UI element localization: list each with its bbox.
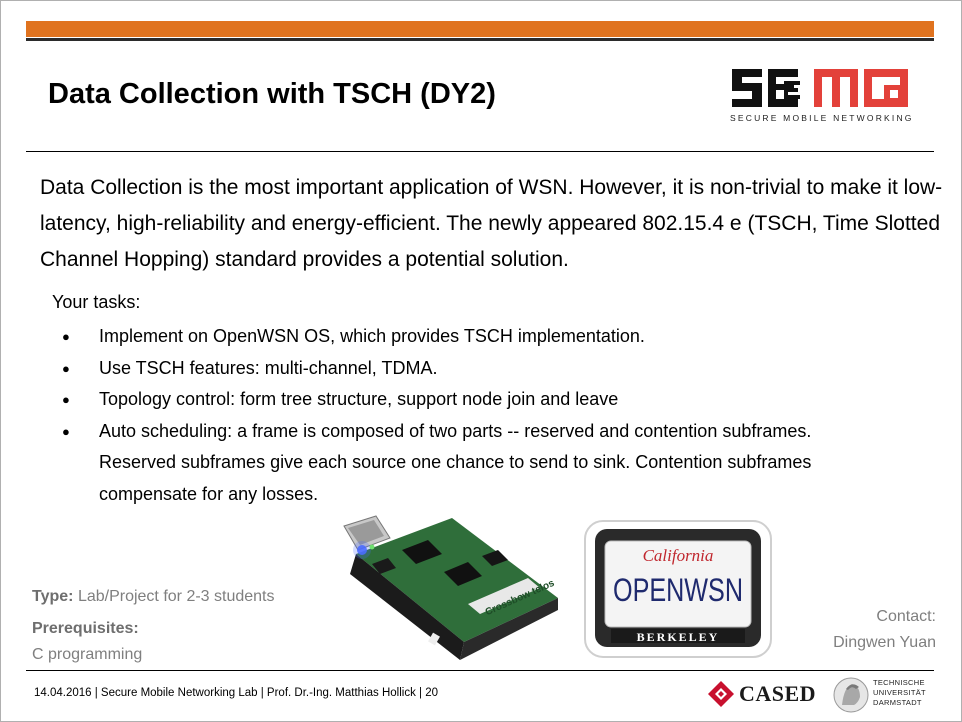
- title-separator: [26, 151, 934, 152]
- contact-name: Dingwen Yuan: [833, 634, 936, 651]
- openwsn-plate-image: California OPENWSN BERKELEY: [584, 520, 772, 658]
- intro-paragraph: Data Collection is the most important ap…: [40, 176, 943, 271]
- plate-top-text: California: [643, 546, 714, 565]
- prerequisites-value: C programming: [32, 646, 143, 663]
- plate-bottom-text: BERKELEY: [637, 630, 720, 644]
- seemoo-logo: [732, 69, 908, 107]
- cased-diamond-icon: [708, 681, 734, 707]
- cased-wordmark: CASED: [739, 681, 817, 706]
- tud-line-3: DARMSTADT: [873, 698, 922, 707]
- telosb-board-image: Crossbow telos: [343, 515, 558, 660]
- contact-label: Contact:: [876, 608, 936, 625]
- tud-line-2: UNIVERSITÄT: [873, 688, 926, 697]
- list-item: Auto scheduling: a frame is composed of …: [62, 416, 862, 511]
- tud-line-1: TECHNISCHE: [873, 678, 925, 687]
- tasks-heading: Your tasks:: [52, 292, 141, 312]
- tu-darmstadt-logo: TECHNISCHE UNIVERSITÄT DARMSTADT: [832, 675, 936, 715]
- type-label: Type:: [32, 588, 74, 605]
- slide-title: Data Collection with TSCH (DY2): [48, 78, 496, 110]
- tasks-list: Implement on OpenWSN OS, which provides …: [62, 321, 862, 510]
- footer-text: 14.04.2016 | Secure Mobile Networking La…: [34, 687, 438, 699]
- list-item: Topology control: form tree structure, s…: [62, 384, 862, 416]
- logo-tagline: SECURE MOBILE NETWORKING: [730, 113, 914, 123]
- header-dark-line: [26, 38, 934, 41]
- cased-logo: CASED: [707, 680, 816, 708]
- prerequisites-label: Prerequisites:: [32, 620, 139, 637]
- plate-main-text: OPENWSN: [613, 572, 743, 608]
- type-value: Lab/Project for 2-3 students: [77, 588, 275, 605]
- tud-wordmark: TECHNISCHE UNIVERSITÄT DARMSTADT: [873, 678, 926, 708]
- list-item: Use TSCH features: multi-channel, TDMA.: [62, 353, 862, 385]
- athena-emblem-icon: [833, 677, 869, 713]
- project-type: Type: Lab/Project for 2-3 students: [32, 588, 275, 606]
- list-item: Implement on OpenWSN OS, which provides …: [62, 321, 862, 353]
- footer-separator: [26, 670, 934, 671]
- header-orange-bar: [26, 21, 934, 37]
